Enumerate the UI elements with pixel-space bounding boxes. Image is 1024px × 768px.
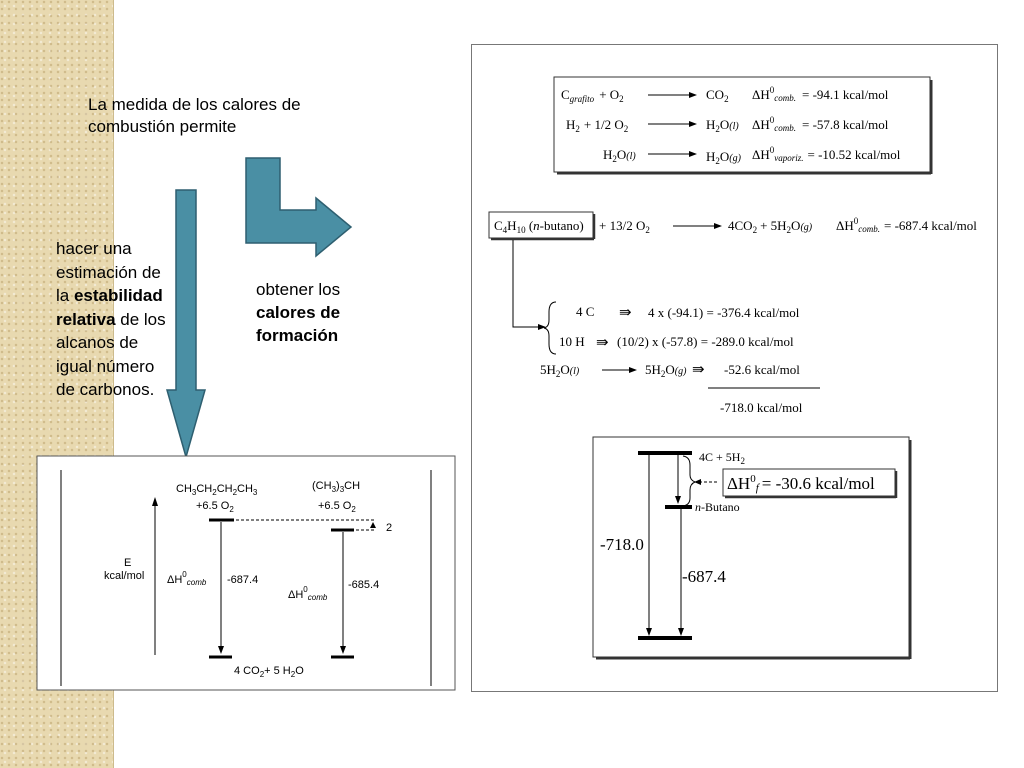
- implies-arrow-icon: ⇛: [596, 335, 609, 351]
- isobutane-formula: (CH3)3CH: [312, 480, 360, 494]
- implies-arrow-icon: ⇛: [692, 362, 705, 378]
- carbon-row-calc: 4 x (-94.1) = -376.4 kcal/mol: [648, 305, 800, 320]
- water-row-vapor: 5H2O(g): [645, 362, 687, 379]
- formation-bold: calores de formación: [256, 303, 341, 345]
- right-bent-arrow-icon: [245, 157, 353, 258]
- isobutane-oxygen: +6.5 O2: [318, 500, 356, 514]
- right-enthalpy-value: -687.4: [682, 567, 726, 586]
- stability-text: hacer una estimación de la estabilidad r…: [56, 239, 166, 399]
- isobutane-value: -685.4: [348, 579, 379, 591]
- water-row-label: 5H2O(l): [540, 362, 580, 379]
- formation-enthalpy-box: [722, 468, 896, 497]
- reaction-1-reactants: Cgrafito+ O2: [561, 87, 624, 104]
- reaction-2-reactants: H2+ 1/2 O2: [566, 117, 628, 134]
- stability-bold: estabilidad relativa: [56, 286, 163, 329]
- sum-total: -718.0 kcal/mol: [720, 400, 803, 415]
- reaction-2-enthalpy: ΔH0comb.= -57.8 kcal/mol: [752, 115, 889, 133]
- reaction-3-enthalpy: ΔH0vaporiz.= -10.52 kcal/mol: [752, 145, 901, 163]
- gap-value: 2: [386, 522, 392, 534]
- combustion-products: 4 CO2+ 5 H2O: [234, 665, 304, 679]
- n-butane-value: -687.4: [227, 574, 258, 586]
- reaction-2-products: H2O(l): [706, 117, 739, 134]
- energy-axis-unit: kcal/mol: [104, 570, 144, 582]
- reaction-1-products: CO2: [706, 87, 729, 104]
- energy-axis-label: E: [124, 557, 131, 569]
- formation-text: obtener los calores de formación: [256, 280, 341, 345]
- n-butane-formula: CH3CH2CH2CH3: [176, 483, 258, 497]
- butane-formula: C4H10 (n-butano): [494, 218, 584, 235]
- butane-oxygen: + 13/2 O2: [599, 218, 650, 235]
- reaction-1-enthalpy: ΔH0comb.= -94.1 kcal/mol: [752, 85, 889, 103]
- isomer-energy-diagram: [36, 455, 456, 691]
- reaction-3-reactants: H2O(l): [603, 147, 636, 164]
- hydrogen-row-label: 10 H: [559, 334, 585, 349]
- decorative-sidebar: [0, 0, 114, 768]
- n-butane-dh: ΔH0comb: [167, 570, 207, 587]
- combustion-box: [553, 76, 931, 173]
- hydrogen-row-calc: (10/2) x (-57.8) = -289.0 kcal/mol: [617, 334, 794, 349]
- butane-enthalpy: ΔH0comb.= -687.4 kcal/mol: [836, 216, 977, 234]
- isobutane-dh: ΔH0comb: [288, 585, 328, 602]
- butane-formula-box: [488, 211, 594, 239]
- down-arrow-icon: [166, 189, 206, 460]
- butane-products: 4CO2+ 5H2O(g): [728, 218, 813, 235]
- water-row-calc: -52.6 kcal/mol: [724, 362, 800, 377]
- carbon-row-label: 4 C: [576, 304, 594, 319]
- intro-text: La medida de los calores de combustión p…: [88, 95, 301, 136]
- reaction-3-products: H2O(g): [706, 149, 742, 166]
- elements-label: 4C + 5H2: [699, 450, 745, 466]
- n-butane-oxygen: +6.5 O2: [196, 500, 234, 514]
- implies-arrow-icon: ⇛: [619, 305, 632, 321]
- left-enthalpy-value: -718.0: [600, 535, 644, 554]
- butano-label: n-Butano: [695, 500, 740, 514]
- formation-enthalpy: ΔH0f= -30.6 kcal/mol: [727, 473, 875, 494]
